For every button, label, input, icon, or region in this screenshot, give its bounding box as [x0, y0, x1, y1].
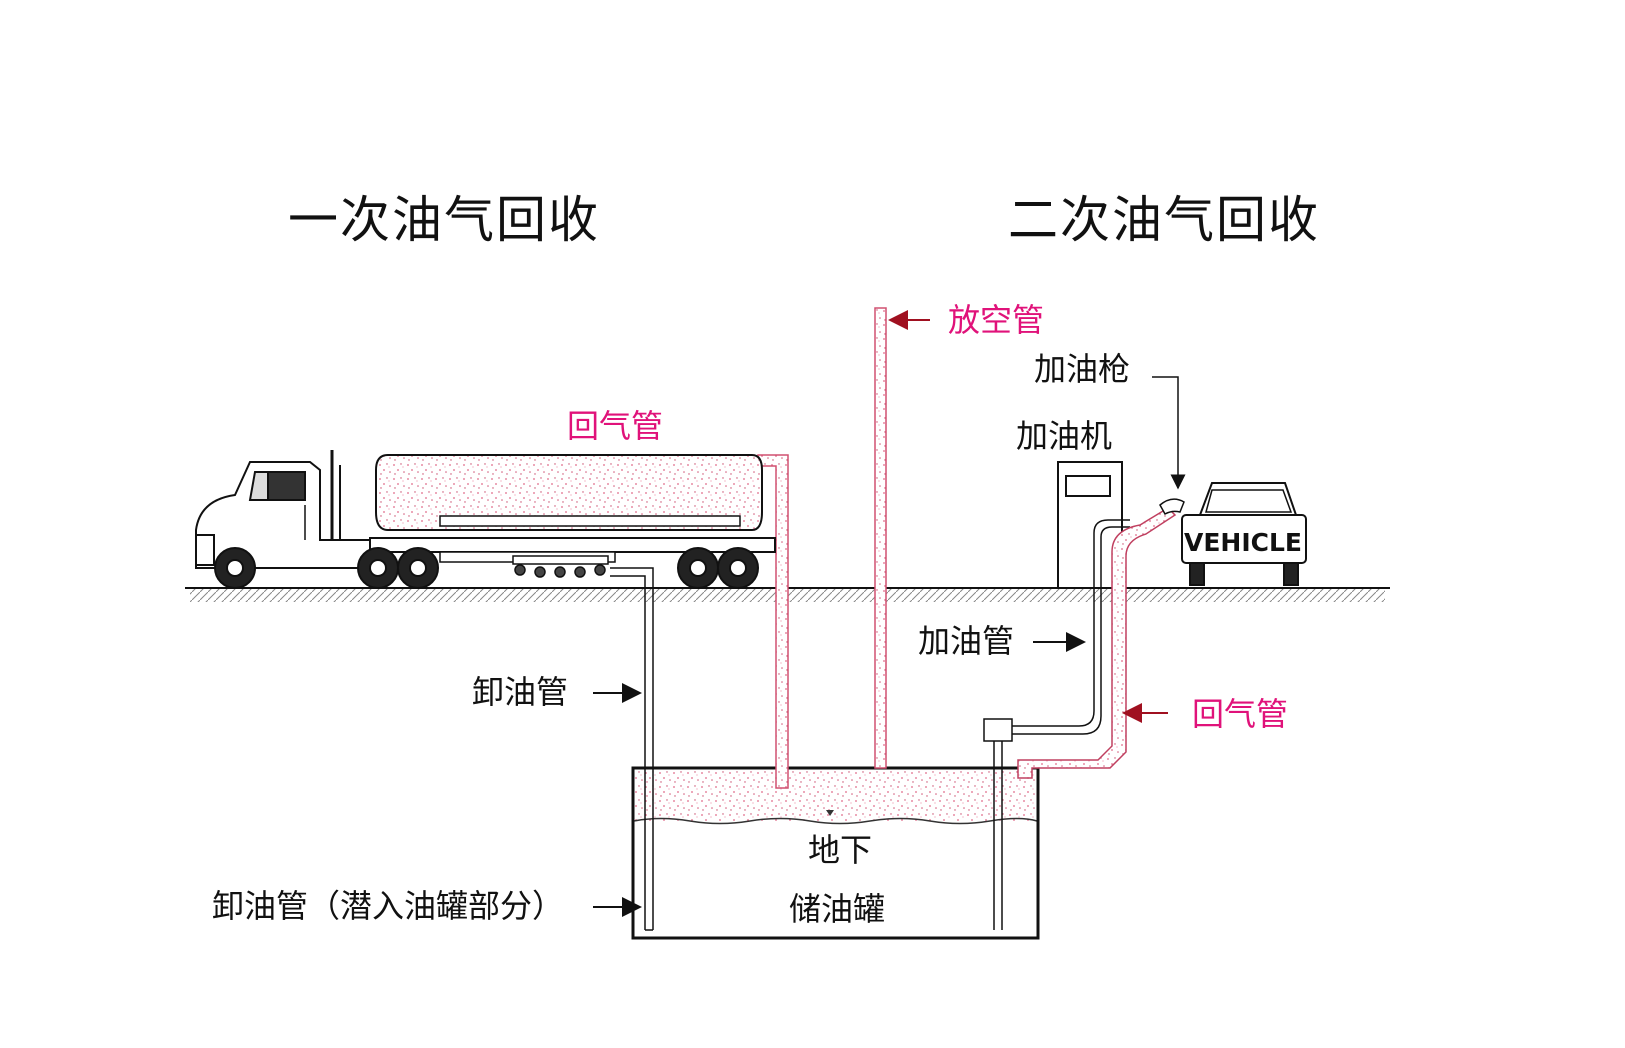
label-arrows — [593, 310, 1168, 917]
vehicle — [1181, 482, 1307, 586]
tanker-truck — [195, 450, 776, 589]
label-return-pipe-truck: 回气管 — [567, 407, 664, 445]
fuel-nozzle — [1159, 498, 1185, 516]
fuel-pipe — [1010, 519, 1130, 735]
label-unload-pipe: 卸油管 — [472, 673, 569, 711]
label-vent-pipe: 放空管 — [948, 301, 1045, 339]
nozzle-leader-line — [1152, 376, 1186, 490]
label-tank-line2: 储油罐 — [789, 890, 886, 928]
label-fuel-pipe: 加油管 — [918, 622, 1015, 660]
label-fuel-nozzle: 加油枪 — [1034, 350, 1131, 388]
label-return-pipe-dispenser: 回气管 — [1192, 695, 1289, 733]
label-unload-pipe-submerged: 卸油管（潜入油罐部分） — [212, 887, 565, 925]
title-primary-vapor-recovery: 一次油气回收 — [288, 191, 600, 249]
submersible-pump — [983, 718, 1013, 930]
return-pipe-dispenser — [1017, 507, 1177, 779]
tanker-valves — [512, 555, 609, 578]
label-fuel-dispenser: 加油机 — [1016, 417, 1113, 455]
truck-wheels — [214, 547, 759, 589]
title-secondary-vapor-recovery: 二次油气回收 — [1008, 191, 1320, 249]
label-tank-line1: 地下 — [808, 831, 873, 869]
vehicle-label: VEHICLE — [1184, 528, 1303, 557]
underground-tank — [631, 766, 1040, 940]
vent-pipe — [874, 307, 887, 769]
unload-pipe — [610, 567, 654, 931]
